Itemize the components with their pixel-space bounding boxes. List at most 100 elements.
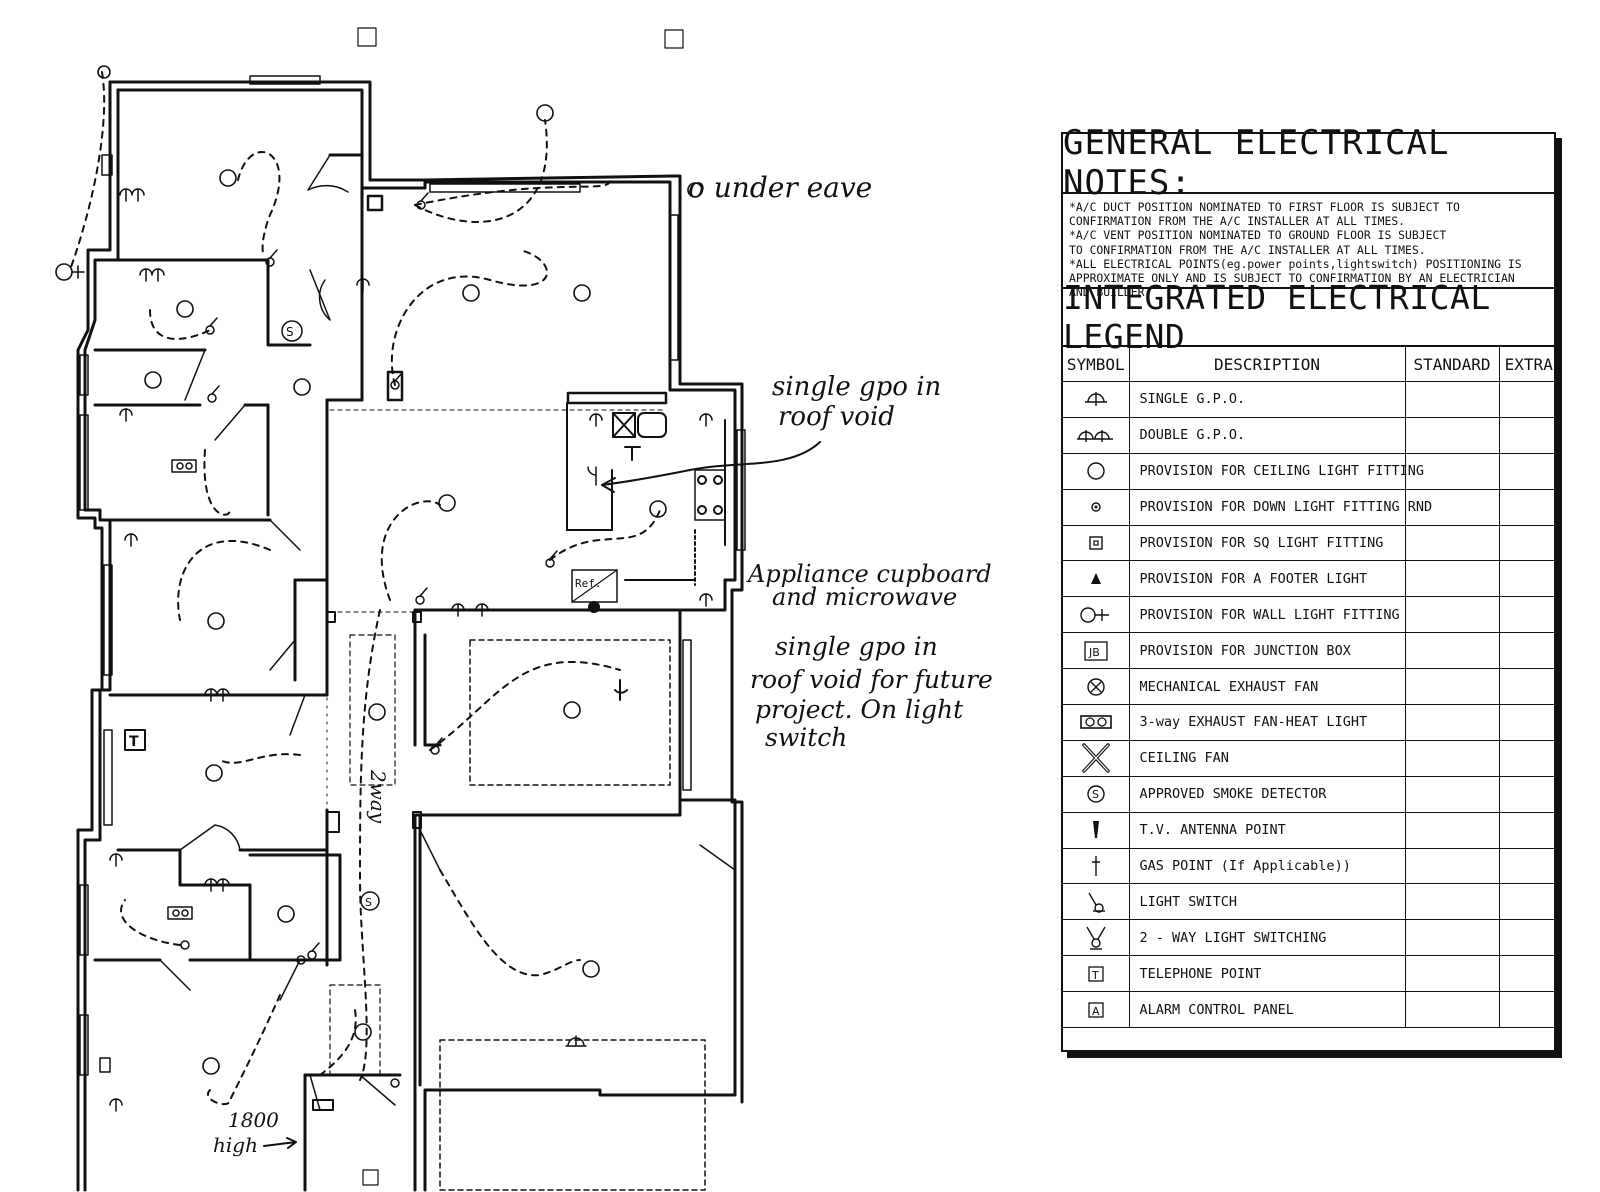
note-future-line2: roof void for future (750, 665, 993, 694)
telephone-point (124, 729, 146, 751)
legend-description: T.V. ANTENNA POINT (1128, 811, 1406, 849)
header-standard: STANDARD (1404, 347, 1500, 382)
smoke-label-2: S (365, 896, 372, 909)
switching-wires (69, 71, 661, 1106)
legend-title: INTEGRATED ELECTRICAL LEGEND (1063, 278, 1554, 356)
note-line: AND BUILDER. (1069, 285, 1152, 300)
table-row: GAS POINT (If Applicable)) (1063, 847, 1558, 885)
floor-plan: S S T Ref. 2way o under eave single gpo … (55, 27, 993, 1192)
table-row: PROVISION FOR CEILING LIGHT FITTING (1063, 452, 1558, 490)
note-line: *A/C DUCT POSITION NOMINATED TO FIRST FL… (1069, 200, 1460, 214)
table-row: MECHANICAL EXHAUST FAN (1063, 668, 1558, 706)
note-appliance-line1: Appliance cupboard (746, 560, 992, 588)
svg-text:JB: JB (1088, 646, 1100, 659)
tv-antenna-icon (1092, 821, 1099, 839)
two-way-switch-icon (1086, 926, 1106, 950)
table-row: S APPROVED SMOKE DETECTOR (1063, 775, 1558, 813)
interior-walls (93, 153, 682, 1192)
smoke-detectors (281, 320, 380, 911)
top-marker-right (664, 29, 684, 49)
general-notes-title: GENERAL ELECTRICAL NOTES: (1063, 123, 1554, 203)
junction-box-icon: JB (1084, 641, 1108, 661)
note-line: CONFIRMATION FROM THE A/C INSTALLER AT A… (1069, 214, 1406, 229)
note-appliance-line2: and microwave (772, 583, 957, 611)
legend-description: SINGLE G.P.O. (1128, 381, 1406, 418)
general-notes-body: *A/C DUCT POSITION NOMINATED TO FIRST FL… (1063, 194, 1554, 299)
table-row: PROVISION FOR DOWN LIGHT FITTING RND (1063, 488, 1558, 526)
alarm-panel-icon: A (1088, 1001, 1104, 1018)
double-gpos (109, 188, 713, 1112)
note-height-line1: 1800 (228, 1108, 279, 1132)
wall-light-icon (1080, 607, 1109, 623)
table-row: T TELEPHONE POINT (1063, 955, 1558, 993)
room-dashed-area (469, 639, 671, 786)
svg-text:T: T (1091, 969, 1099, 982)
note-line: TO CONFIRMATION FROM THE A/C INSTALLER A… (1069, 242, 1426, 257)
table-row: SINGLE G.P.O. (1063, 381, 1558, 418)
note-line: *A/C VENT POSITION NOMINATED TO GROUND F… (1069, 228, 1447, 243)
doors (159, 154, 736, 1111)
svg-text:A: A (1092, 1005, 1100, 1018)
note-height-line2: high (213, 1133, 258, 1157)
handwritten-notes: o under eave single gpo in roof void App… (213, 171, 993, 1157)
legend-description: GAS POINT (If Applicable)) (1128, 847, 1406, 885)
legend-table: SYMBOL DESCRIPTION STANDARD EXTRA SINGLE… (1063, 347, 1558, 1029)
legend-description: PROVISION FOR DOWN LIGHT FITTING RND (1128, 488, 1432, 526)
legend-description: TELEPHONE POINT (1128, 955, 1406, 993)
electrical-legend-panel: GENERAL ELECTRICAL NOTES: *A/C DUCT POSI… (1061, 123, 1558, 1052)
table-row: T.V. ANTENNA POINT (1063, 811, 1558, 849)
hall-dashed-area-1 (349, 634, 396, 786)
legend-description: LIGHT SWITCH (1128, 883, 1406, 921)
height-arrow (263, 1137, 297, 1149)
table-row: PROVISION FOR A FOOTER LIGHT (1063, 560, 1558, 598)
table-row: PROVISION FOR SQ LIGHT FITTING (1063, 524, 1558, 562)
table-row: LIGHT SWITCH (1063, 883, 1558, 921)
note-roof-gpo-line1: single gpo in (772, 372, 941, 402)
top-marker-left (357, 27, 377, 47)
windows (79, 75, 746, 1076)
note-roof-gpo-line2: roof void (778, 402, 895, 432)
table-row: PROVISION FOR WALL LIGHT FITTING (1063, 596, 1558, 634)
note-future-line1: single gpo in (775, 632, 938, 661)
light-switch-icon (1088, 892, 1105, 913)
table-row: 2 - WAY LIGHT SWITCHING (1063, 919, 1558, 957)
legend-description: ALARM CONTROL PANEL (1128, 991, 1406, 1029)
telephone-label: T (129, 734, 139, 750)
sq-light-icon (1089, 536, 1103, 550)
telephone-point-icon: T (1088, 966, 1104, 982)
fan-heat-lights (167, 459, 197, 920)
legend-description: 2 - WAY LIGHT SWITCHING (1128, 919, 1406, 957)
legend-description: PROVISION FOR A FOOTER LIGHT (1128, 560, 1406, 598)
legend-description: PROVISION FOR JUNCTION BOX (1128, 632, 1406, 670)
light-switches (180, 192, 558, 1088)
ceiling-fan-icon (1082, 743, 1110, 774)
legend-description: MECHANICAL EXHAUST FAN (1128, 668, 1406, 706)
legend-description: APPROVED SMOKE DETECTOR (1128, 775, 1406, 813)
hall-2way-label: 2way (366, 769, 390, 824)
note-line: APPROXIMATE ONLY AND IS SUBJECT TO CONFI… (1069, 271, 1515, 286)
hall-dashed-area-2 (329, 984, 381, 1076)
note-future-line4: switch (765, 723, 847, 752)
table-row: DOUBLE G.P.O. (1063, 416, 1558, 454)
note-under-eave: o under eave (688, 171, 872, 204)
smoke-label-1: S (286, 325, 294, 339)
fridge-label: Ref. (575, 577, 602, 590)
footer-light-icon (1090, 572, 1101, 584)
fan-heat-light-icon (1079, 715, 1112, 730)
plan-labels: S S T Ref. 2way (129, 325, 602, 909)
double-gpo-icon (1076, 430, 1113, 443)
outer-wall (76, 80, 744, 1192)
legend-description: PROVISION FOR CEILING LIGHT FITTING (1128, 452, 1424, 490)
legend-description: CEILING FAN (1128, 739, 1406, 777)
wall-lights (55, 182, 703, 281)
garage-dashed-area (439, 1039, 706, 1191)
note-line: *ALL ELECTRICAL POINTS(eg.power points,l… (1069, 256, 1522, 271)
exhaust-fan-icon (1087, 677, 1105, 696)
note-future-line3: project. On light (755, 695, 964, 724)
single-gpo-icon (1084, 392, 1107, 407)
legend-description: PROVISION FOR WALL LIGHT FITTING (1128, 596, 1406, 634)
legend-description: PROVISION FOR SQ LIGHT FITTING (1128, 524, 1406, 562)
gas-point-icon (1091, 856, 1100, 877)
table-row: 3-way EXHAUST FAN-HEAT LIGHT (1063, 704, 1558, 741)
table-row: CEILING FAN (1063, 739, 1558, 777)
